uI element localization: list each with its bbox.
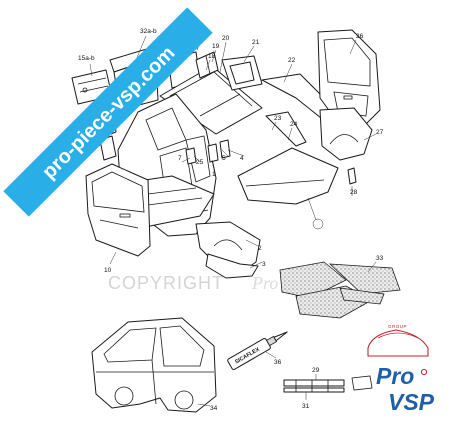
- label-26: 26: [356, 33, 364, 40]
- label-4: 4: [240, 155, 244, 162]
- part-29-31-rails: [283, 375, 373, 393]
- part-5-hinge: [219, 139, 231, 159]
- label-29: 29: [312, 367, 320, 374]
- part-1-bonnet: [237, 147, 339, 230]
- label-18: 18: [208, 53, 216, 60]
- label-21: 21: [252, 39, 260, 46]
- label-28: 28: [350, 189, 358, 196]
- label-36: 36: [274, 359, 282, 366]
- label-31: 31: [302, 403, 310, 410]
- part-23-24-strip: [265, 111, 307, 147]
- part-33-insulation: [279, 261, 401, 319]
- part-27-quarter-panel: [319, 107, 373, 161]
- brand-watermark: Pro: [251, 273, 278, 293]
- label-1: 1: [212, 171, 216, 178]
- label-7: 7: [178, 155, 182, 162]
- label-3: 3: [262, 261, 266, 268]
- copyright-watermark: COPYRIGHT: [108, 273, 224, 293]
- label-34: 34: [210, 405, 218, 412]
- part-7-bracket: [185, 147, 197, 165]
- label-23: 23: [274, 115, 282, 122]
- brand-logo: GROUP Pro VSP: [367, 324, 435, 415]
- label-27: 27: [376, 129, 384, 136]
- part-4-hinge: [207, 143, 219, 163]
- logo-pro-text: Pro: [376, 363, 414, 389]
- label-15ab: 15a-b: [78, 55, 95, 62]
- logo-group-text: GROUP: [388, 324, 407, 329]
- label-10: 10: [104, 267, 112, 274]
- label-33: 33: [376, 255, 384, 262]
- label-32ab: 32a-b: [140, 28, 157, 35]
- label-22: 22: [288, 57, 296, 64]
- label-19: 19: [212, 43, 220, 50]
- part-10-front-door: [85, 163, 151, 257]
- label-24: 24: [290, 121, 298, 128]
- part-18-19-roof-rail: [195, 51, 219, 79]
- label-20: 20: [222, 35, 230, 42]
- logo-car-icon: [367, 329, 429, 357]
- label-25: 25: [196, 159, 204, 166]
- logo-vsp-text: VSP: [388, 389, 435, 415]
- part-21-rear-frame: [221, 55, 263, 91]
- part-3-wheel-arch: [205, 253, 259, 279]
- part-26-rear-door: [317, 29, 381, 125]
- label-5: 5: [222, 155, 226, 162]
- part-34-body-in-white: [91, 317, 217, 413]
- part-28-clip: [347, 167, 357, 185]
- label-2: 2: [258, 245, 262, 252]
